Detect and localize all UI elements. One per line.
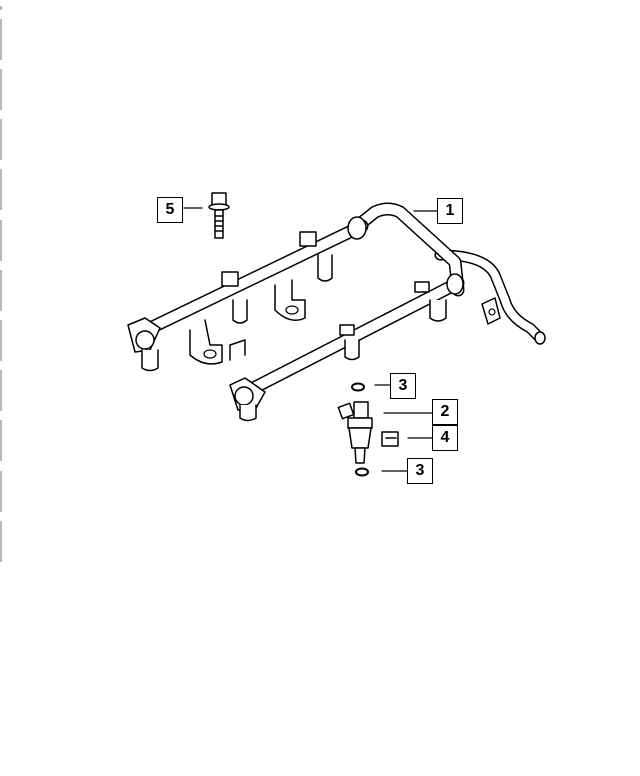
callout-2-fuel-injector: 2 [432,399,458,425]
injector-clip [381,431,399,447]
fuel-rail-upper [127,216,369,372]
fuel-injector [337,401,373,464]
o-ring-upper [351,382,365,392]
page-edge-marks [0,6,2,562]
o-ring-lower [355,467,369,477]
fuel-rail-lower [229,273,465,422]
callout-3-o-ring-lower: 3 [407,458,433,484]
bolt [208,192,230,239]
callout-4-injector-clip: 4 [432,425,458,451]
callout-5-bolt: 5 [157,197,183,223]
fuel-return-line [434,249,546,345]
callout-1-fuel-rail: 1 [437,198,463,224]
fuel-rail-crossover [348,202,465,297]
leader-lines [183,207,439,472]
callout-3-o-ring-upper: 3 [390,373,416,399]
